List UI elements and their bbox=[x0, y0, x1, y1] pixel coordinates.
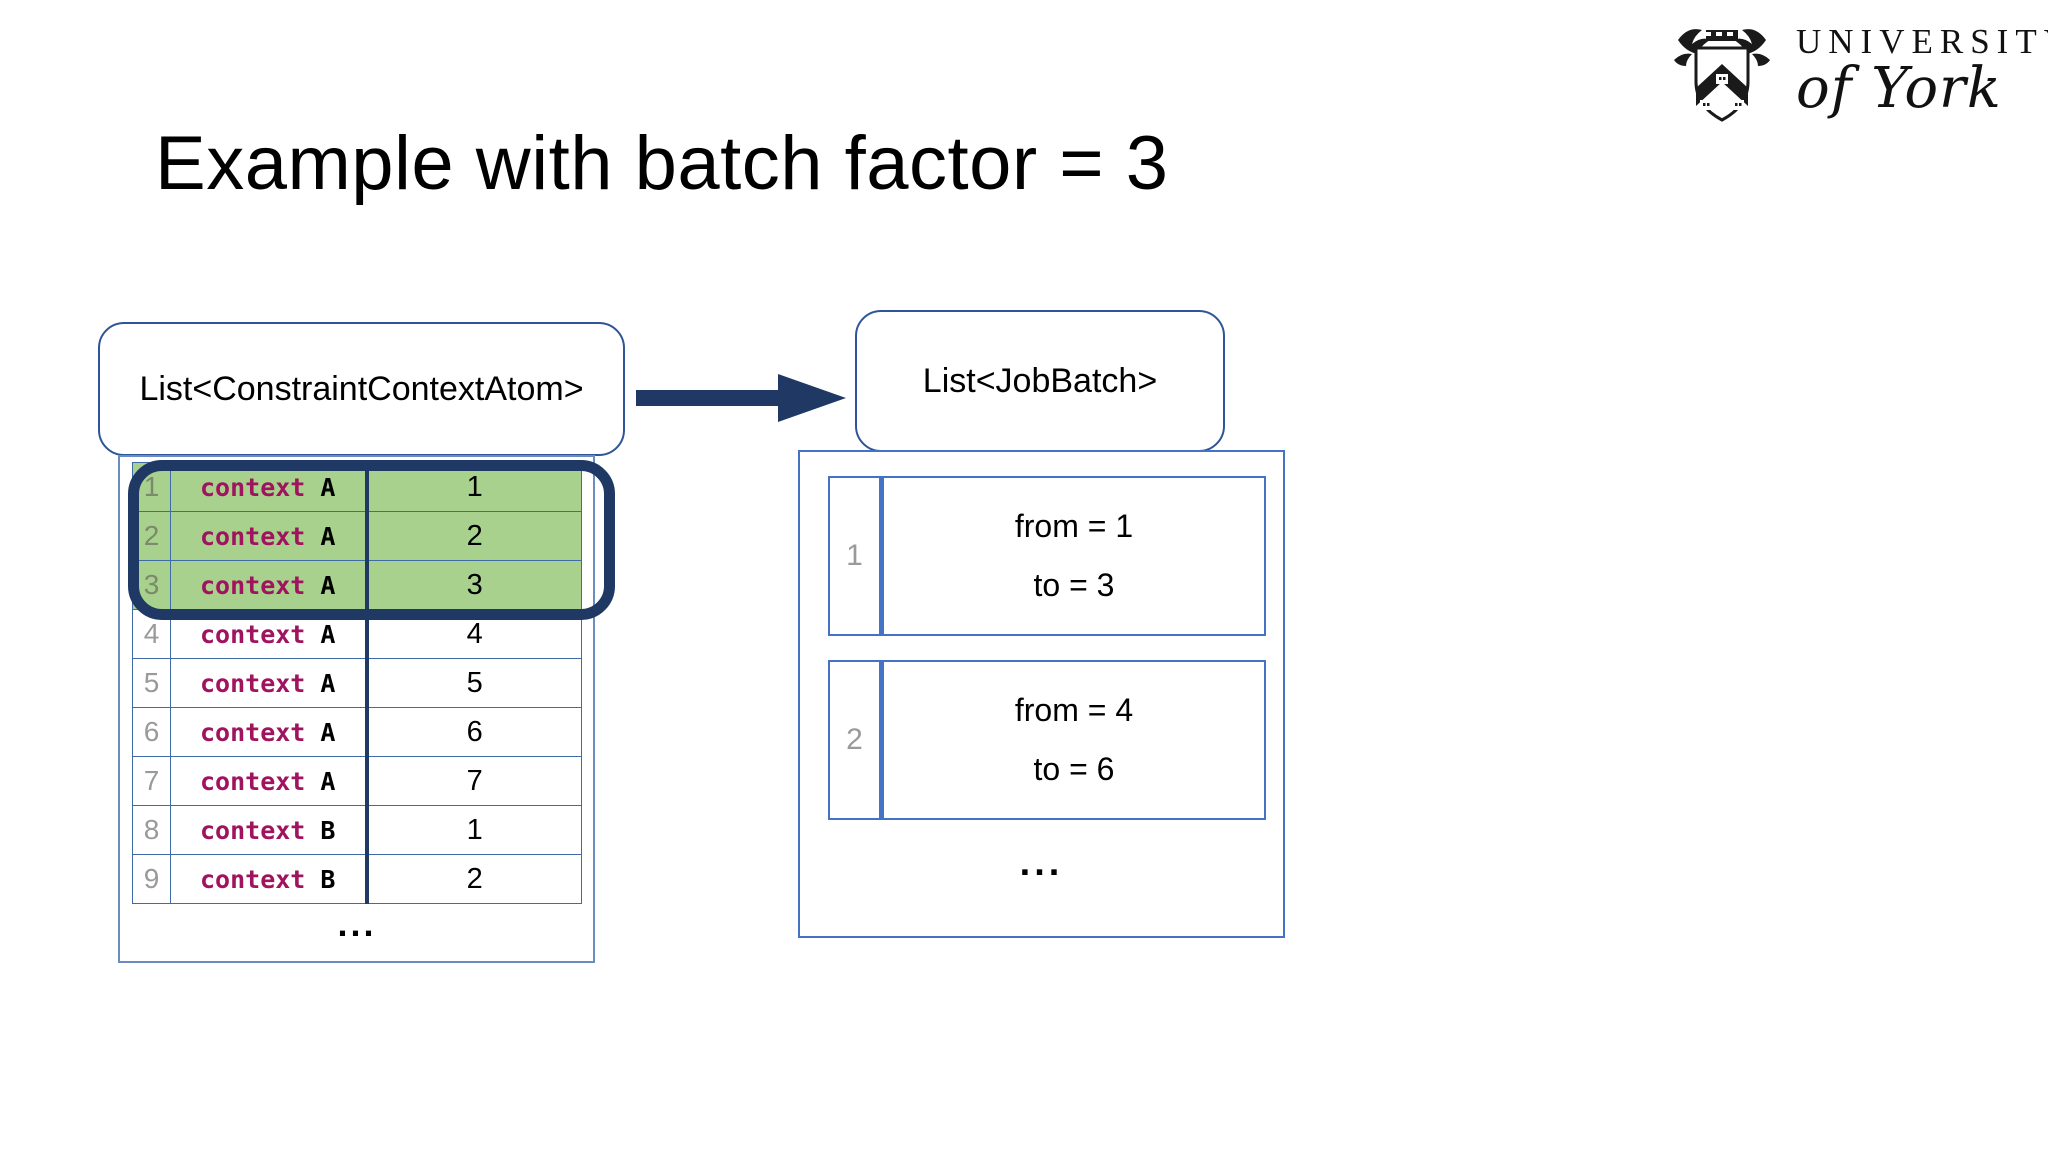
row-value: 2 bbox=[366, 854, 582, 904]
logo-of-york-text: of York bbox=[1796, 55, 2002, 121]
row-context-keyword: context bbox=[200, 521, 306, 551]
page-title: Example with batch factor = 3 bbox=[155, 121, 1169, 206]
row-context-name: B bbox=[320, 864, 336, 894]
university-crest-icon bbox=[1666, 14, 1778, 126]
table-row: 2 context A 2 bbox=[132, 511, 582, 561]
row-index: 4 bbox=[132, 609, 171, 659]
row-value: 4 bbox=[366, 609, 582, 659]
logo-wordmark: UNIVERSITY of York bbox=[1796, 24, 2048, 117]
row-value: 1 bbox=[366, 805, 582, 855]
row-index: 2 bbox=[132, 511, 171, 561]
row-context-name: A bbox=[320, 472, 336, 502]
batch-body: from = 4 to = 6 bbox=[884, 662, 1264, 818]
batch-to: to = 6 bbox=[1033, 751, 1115, 787]
row-context-keyword: context bbox=[200, 815, 306, 845]
table-row: 6 context A 6 bbox=[132, 707, 582, 757]
row-index: 3 bbox=[132, 560, 171, 610]
row-context-keyword: context bbox=[200, 717, 306, 747]
row-context: context A bbox=[170, 658, 369, 708]
batch-body: from = 1 to = 3 bbox=[884, 478, 1264, 634]
row-context: context B bbox=[170, 854, 369, 904]
row-context-keyword: context bbox=[200, 619, 306, 649]
table-row: 8 context B 1 bbox=[132, 805, 582, 855]
row-context: context A bbox=[170, 511, 369, 561]
table-row: 1 context A 1 bbox=[132, 462, 582, 512]
row-context: context A bbox=[170, 462, 369, 512]
row-context: context B bbox=[170, 805, 369, 855]
row-context-keyword: context bbox=[200, 472, 306, 502]
row-context-keyword: context bbox=[200, 864, 306, 894]
logo-university-text: UNIVERSITY bbox=[1796, 21, 2048, 61]
batch-to: to = 3 bbox=[1033, 567, 1115, 603]
batch-from: from = 4 bbox=[1014, 692, 1134, 728]
atoms-ellipsis: ... bbox=[337, 903, 377, 944]
batch-index: 1 bbox=[830, 478, 884, 634]
batch-from: from = 1 bbox=[1014, 508, 1134, 544]
batches-ellipsis: ... bbox=[1019, 842, 1064, 884]
row-context: context A bbox=[170, 560, 369, 610]
row-context: context A bbox=[170, 609, 369, 659]
row-context-name: A bbox=[320, 570, 336, 600]
table-row: 3 context A 3 bbox=[132, 560, 582, 610]
row-index: 8 bbox=[132, 805, 171, 855]
row-value: 7 bbox=[366, 756, 582, 806]
row-context-keyword: context bbox=[200, 766, 306, 796]
row-index: 1 bbox=[132, 462, 171, 512]
university-logo: UNIVERSITY of York bbox=[1666, 14, 2048, 126]
row-value: 6 bbox=[366, 707, 582, 757]
row-context: context A bbox=[170, 756, 369, 806]
row-context-keyword: context bbox=[200, 668, 306, 698]
row-context-name: A bbox=[320, 717, 336, 747]
row-index: 7 bbox=[132, 756, 171, 806]
row-context-name: A bbox=[320, 619, 336, 649]
target-type-box: List<JobBatch> bbox=[855, 310, 1225, 452]
row-context-name: A bbox=[320, 766, 336, 796]
list-item: 2 from = 4 to = 6 bbox=[828, 660, 1266, 820]
job-batch-list: 1 from = 1 to = 3 2 from = 4 to = 6 ... bbox=[798, 450, 1285, 938]
row-context-name: A bbox=[320, 521, 336, 551]
row-value: 2 bbox=[366, 511, 582, 561]
list-item: 1 from = 1 to = 3 bbox=[828, 476, 1266, 636]
row-context-keyword: context bbox=[200, 570, 306, 600]
row-index: 5 bbox=[132, 658, 171, 708]
row-context-name: B bbox=[320, 815, 336, 845]
table-row: 7 context A 7 bbox=[132, 756, 582, 806]
row-value: 1 bbox=[366, 462, 582, 512]
row-context: context A bbox=[170, 707, 369, 757]
row-index: 6 bbox=[132, 707, 171, 757]
right-arrow-icon bbox=[636, 372, 846, 424]
constraint-context-atom-table: 1 context A 1 2 context A 2 3 context bbox=[118, 455, 595, 963]
source-type-box: List<ConstraintContextAtom> bbox=[98, 322, 625, 456]
row-index: 9 bbox=[132, 854, 171, 904]
table-row: 4 context A 4 bbox=[132, 609, 582, 659]
row-value: 3 bbox=[366, 560, 582, 610]
row-value: 5 bbox=[366, 658, 582, 708]
row-context-name: A bbox=[320, 668, 336, 698]
atoms-table: 1 context A 1 2 context A 2 3 context bbox=[132, 462, 582, 904]
table-row: 5 context A 5 bbox=[132, 658, 582, 708]
batch-index: 2 bbox=[830, 662, 884, 818]
table-row: 9 context B 2 bbox=[132, 854, 582, 904]
